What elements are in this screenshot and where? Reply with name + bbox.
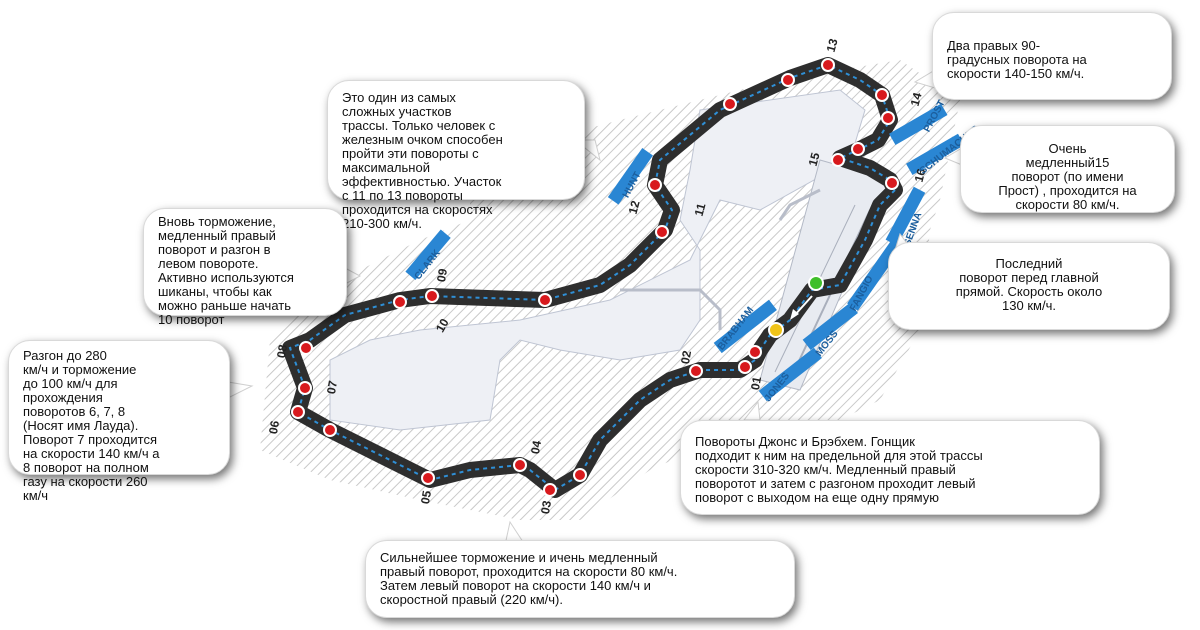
callout-turn-16: Последний поворот перед главной прямой. …	[888, 242, 1170, 330]
direction-arrow-head	[790, 309, 799, 320]
turn-marker	[425, 289, 439, 303]
turn-marker	[723, 97, 737, 111]
turn-marker	[821, 58, 835, 72]
turn-marker	[851, 142, 865, 156]
band-clark	[405, 229, 451, 280]
turn-number-10: 10	[433, 316, 452, 335]
turn-number-03: 03	[538, 499, 554, 515]
callout-sector-11-13: Это один из самых сложных участков трасс…	[327, 80, 585, 231]
turn-marker	[655, 225, 669, 239]
turn-marker	[393, 295, 407, 309]
turn-number-09: 09	[434, 267, 450, 283]
band-moss	[802, 302, 858, 350]
turn-marker	[543, 483, 557, 497]
turn-marker	[875, 88, 889, 102]
start-light-green	[808, 275, 824, 291]
turn-number-08: 08	[274, 343, 290, 359]
turn-marker	[748, 345, 762, 359]
turn-marker	[421, 471, 435, 485]
callout-turns-1-2: Повороты Джонс и Брэбхем. Гонщик подходи…	[680, 420, 1100, 515]
callout-turns-3-5: Сильнейшее торможение и ичень медленный …	[365, 540, 795, 618]
turn-number-12: 12	[626, 199, 643, 216]
infield	[329, 89, 866, 431]
turn-number-13: 13	[824, 37, 841, 54]
band-senna	[885, 186, 926, 246]
turn-marker	[298, 381, 312, 395]
turn-number-07: 07	[324, 379, 340, 395]
turn-number-11: 11	[692, 201, 709, 217]
turn-number-16: 16	[912, 167, 929, 184]
band-jones	[758, 347, 822, 402]
turn-marker	[323, 423, 337, 437]
turn-number-04: 04	[528, 439, 544, 455]
turn-marker	[648, 178, 662, 192]
callout-turn-15: Очень медленный15 поворот (по имени Прос…	[960, 125, 1175, 213]
turn-marker	[299, 341, 313, 355]
turn-marker	[689, 364, 703, 378]
start-light-yellow	[768, 322, 784, 338]
band-hunt	[607, 147, 653, 205]
callout-turns-9-10: Вновь торможение, медленный правый повор…	[143, 208, 347, 327]
turn-marker	[831, 153, 845, 167]
pointer-c6	[227, 381, 254, 399]
turn-marker	[881, 111, 895, 125]
turn-marker	[513, 458, 527, 472]
turn-markers	[291, 58, 899, 497]
band-prost	[889, 103, 948, 146]
turn-number-05: 05	[418, 489, 434, 505]
turn-number-14: 14	[908, 91, 925, 108]
turn-marker	[538, 293, 552, 307]
turn-marker	[885, 176, 899, 190]
turn-number-02: 02	[678, 349, 694, 365]
turn-marker	[781, 73, 795, 87]
pit-line	[789, 209, 871, 381]
callout-turns-6-8: Разгон до 280 км/ч и торможение до 100 к…	[8, 340, 230, 503]
track-center-dash	[288, 63, 897, 492]
access-road	[620, 188, 821, 330]
turn-number-15: 15	[806, 151, 823, 168]
turn-marker	[573, 468, 587, 482]
band-brabham	[713, 299, 777, 354]
band-schumacher	[906, 133, 965, 176]
callout-turns-13-14: Два правых 90- градусных поворота на ско…	[932, 12, 1172, 100]
turn-marker	[291, 405, 305, 419]
turn-marker	[738, 360, 752, 374]
turn-number-06: 06	[266, 419, 282, 435]
turn-number-01: 01	[748, 375, 764, 391]
